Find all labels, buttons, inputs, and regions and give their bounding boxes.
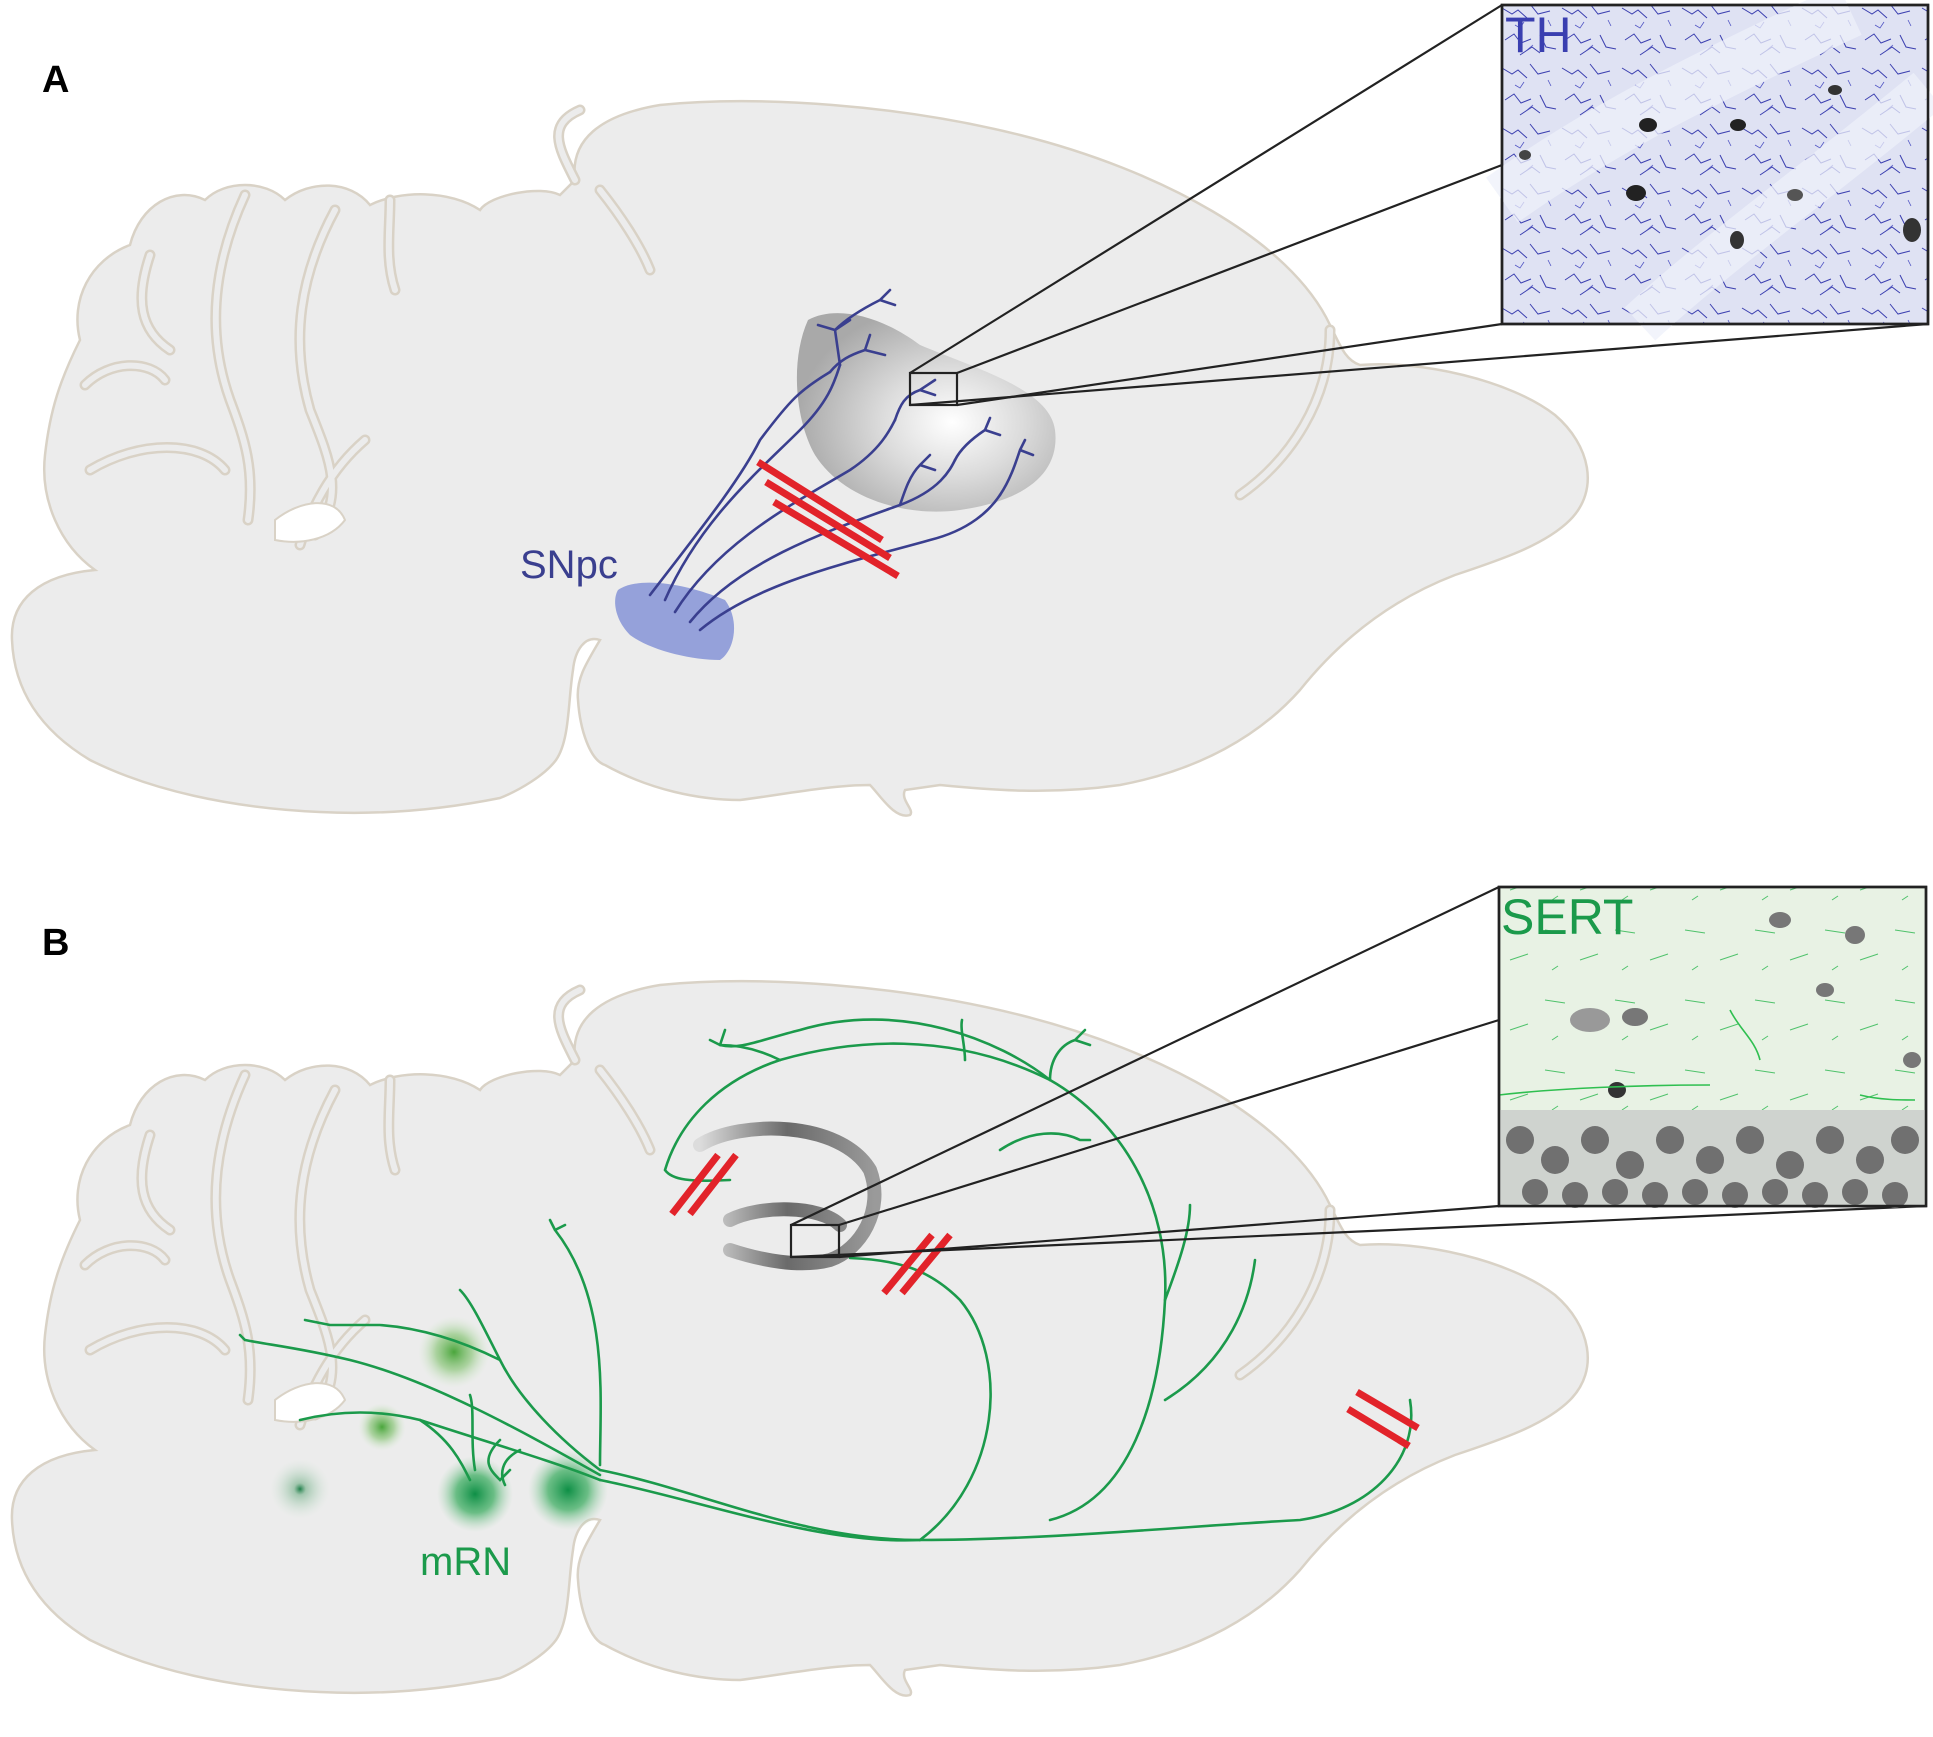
th-inset: TH <box>1486 0 1933 341</box>
snpc-label: SNpc <box>520 543 618 587</box>
panel-letter-b: B <box>42 922 69 964</box>
brain-outline-a <box>10 100 1590 817</box>
panel-letter-a: A <box>42 59 69 101</box>
lesion-marks-b <box>669 1152 1420 1449</box>
sert-inset: SERT <box>1497 885 1928 1208</box>
panel-b: B <box>10 885 1928 1697</box>
brain-outline-b <box>10 980 1590 1697</box>
sert-label: SERT <box>1501 889 1633 945</box>
dopamine-projection <box>648 288 1035 632</box>
snpc-region <box>615 582 735 660</box>
zoom-callout-b <box>789 886 1927 1259</box>
corpus-callosum <box>693 1121 882 1271</box>
serotonin-projection <box>238 1018 1413 1542</box>
th-label: TH <box>1505 7 1572 63</box>
mrn-label: mRN <box>420 1540 511 1584</box>
zoom-callout-a <box>908 4 1929 407</box>
lesion-mark-a <box>756 459 900 580</box>
panel-a: A <box>10 0 1933 817</box>
